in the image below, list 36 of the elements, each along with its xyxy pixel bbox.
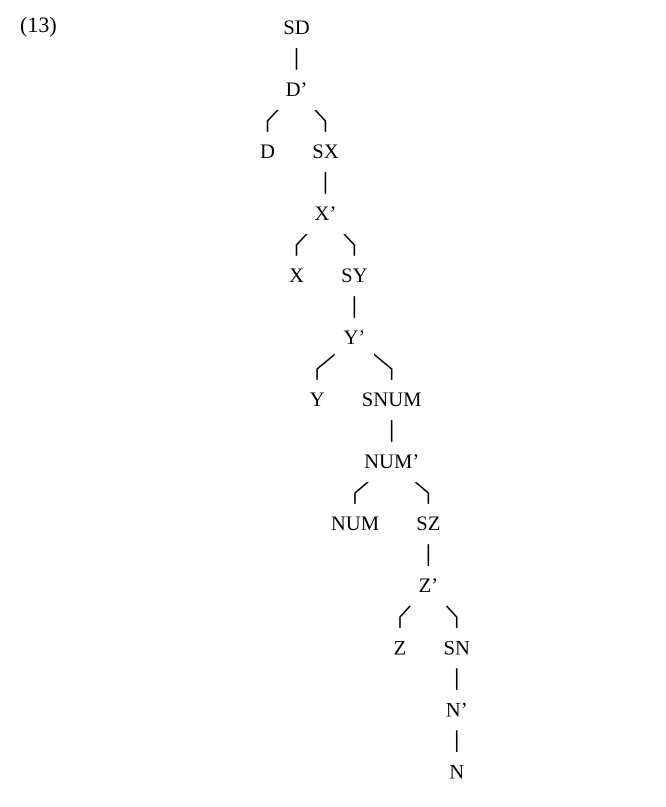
- node-text: Z: [394, 636, 406, 660]
- connector: [399, 605, 411, 628]
- node-text: Z’: [418, 574, 438, 598]
- connector: [354, 481, 369, 504]
- node-text: NUM: [330, 512, 380, 536]
- connector: [428, 544, 430, 566]
- connector: [456, 730, 458, 752]
- node-text: NUM’: [364, 450, 420, 474]
- node-text: X’: [314, 202, 336, 226]
- node-text: Y’: [343, 326, 366, 350]
- node-text: N: [449, 760, 464, 784]
- connector: [343, 233, 356, 256]
- node-text: X: [289, 264, 304, 288]
- node-text: SZ: [416, 512, 440, 536]
- connector: [324, 172, 326, 194]
- connector: [414, 481, 430, 504]
- node-text: SD: [283, 16, 310, 40]
- node-text: SN: [444, 636, 470, 660]
- node-text: SX: [312, 140, 339, 164]
- connector: [316, 353, 336, 380]
- connector: [446, 605, 458, 628]
- node-text: D’: [286, 78, 308, 102]
- node-text: D: [260, 140, 275, 164]
- node-text: SY: [341, 264, 368, 288]
- connector: [314, 109, 326, 132]
- connector: [456, 668, 458, 690]
- connector: [373, 353, 392, 380]
- connector: [296, 233, 308, 256]
- connector: [266, 109, 279, 132]
- node-text: SNUM: [362, 388, 422, 412]
- example-number: (13): [20, 12, 57, 38]
- connector: [296, 48, 298, 70]
- node-text: N’: [446, 698, 468, 722]
- connector: [354, 296, 356, 318]
- node-text: Y: [310, 388, 325, 412]
- connector: [390, 420, 392, 442]
